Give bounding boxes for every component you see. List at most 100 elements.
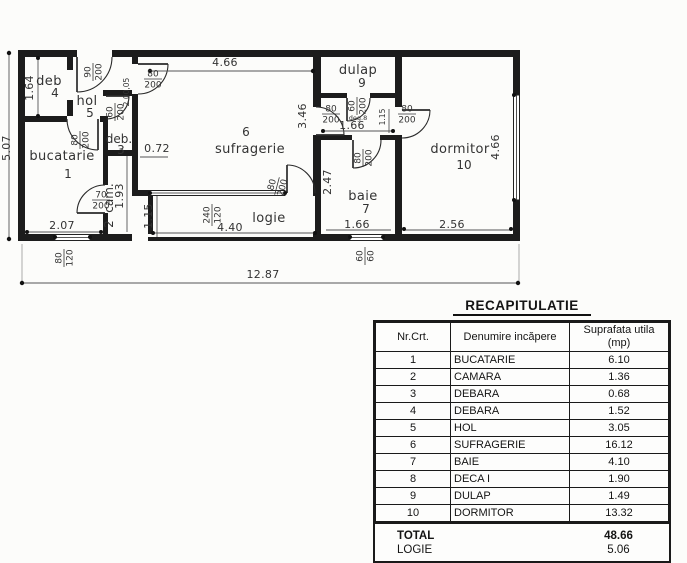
dim-total-height: 5.07 bbox=[0, 135, 13, 161]
cell-nr: 8 bbox=[375, 470, 451, 488]
recap-table: Nr.Crt. Denumire incăpere Suprafata util… bbox=[375, 322, 669, 522]
cell-area: 1.52 bbox=[569, 402, 669, 420]
door-debara3 bbox=[105, 95, 130, 120]
room-no-debara4: 4 bbox=[51, 86, 59, 100]
room-label-hol: hol bbox=[76, 94, 97, 109]
room-label-baie: baie bbox=[348, 189, 377, 204]
cell-name: DULAP bbox=[450, 487, 570, 505]
svg-text:80: 80 bbox=[266, 178, 279, 192]
window-bucatarie bbox=[54, 234, 91, 241]
dimension-dots bbox=[6, 50, 521, 286]
svg-text:200: 200 bbox=[322, 116, 339, 126]
cell-name: SUFRAGERIE bbox=[450, 436, 570, 454]
dim-degajament-width: 1.66 bbox=[339, 119, 365, 132]
dimension-lines bbox=[8, 53, 520, 284]
logie-row: LOGIE 5.06 bbox=[375, 543, 669, 557]
svg-text:70: 70 bbox=[95, 191, 107, 201]
door-baie bbox=[352, 139, 382, 169]
cell-name: HOL bbox=[450, 419, 570, 437]
dim-baie-width: 1.66 bbox=[344, 218, 370, 231]
dim-degajament-depth: 1.15 bbox=[378, 108, 387, 125]
dim-baie-height: 2.47 bbox=[321, 169, 334, 195]
cell-nr: 4 bbox=[375, 402, 451, 420]
room-no-sufragerie: 6 bbox=[242, 125, 250, 139]
svg-text:80: 80 bbox=[325, 105, 337, 115]
door-entrance bbox=[76, 56, 113, 93]
cell-area: 1.36 bbox=[569, 368, 669, 386]
dim-total-width: 12.87 bbox=[247, 268, 280, 281]
dim-sufragerie-width: 4.66 bbox=[212, 56, 238, 69]
svg-text:60: 60 bbox=[367, 250, 377, 262]
cell-area: 13.32 bbox=[569, 504, 669, 522]
dim-dormitor-width: 2.56 bbox=[439, 218, 465, 231]
cell-nr: 9 bbox=[375, 487, 451, 505]
svg-text:60: 60 bbox=[106, 106, 116, 118]
dim-dormitor-height: 4.66 bbox=[489, 134, 502, 160]
room-label-bucatarie: bucatarie bbox=[29, 149, 94, 164]
svg-text:200: 200 bbox=[359, 97, 369, 114]
cell-area: 16.12 bbox=[569, 436, 669, 454]
svg-text:200: 200 bbox=[365, 149, 375, 166]
room-no-hol: 5 bbox=[86, 106, 94, 120]
door-hol-bucatarie bbox=[66, 118, 99, 151]
svg-text:200: 200 bbox=[82, 131, 92, 148]
room-label-camara: cam. bbox=[102, 183, 116, 212]
recap-section: RECAPITULATIE Nr.Crt. Denumire incăpere … bbox=[373, 298, 671, 563]
svg-text:60: 60 bbox=[356, 250, 366, 262]
svg-text:80: 80 bbox=[55, 252, 65, 264]
room-no-dulap: 9 bbox=[358, 76, 366, 90]
window-sufragerie-logie bbox=[149, 190, 286, 196]
room-label-dulap: dulap bbox=[339, 63, 377, 78]
svg-text:200: 200 bbox=[95, 63, 105, 80]
svg-text:200: 200 bbox=[398, 116, 415, 126]
recap-title: RECAPITULATIE bbox=[373, 298, 671, 316]
svg-text:90: 90 bbox=[84, 66, 94, 78]
svg-text:200: 200 bbox=[117, 103, 127, 120]
total-row: TOTAL 48.66 bbox=[375, 529, 669, 543]
room-label-logie: logie bbox=[252, 211, 285, 226]
dim-debara3-width: 0.72 bbox=[144, 142, 170, 155]
door-camara bbox=[76, 184, 106, 214]
door-degajament-dormitor bbox=[401, 109, 431, 139]
door-logie bbox=[286, 164, 316, 194]
dim-wall-note: 2.00,05 bbox=[122, 77, 131, 106]
cell-name: DORMITOR bbox=[450, 504, 570, 522]
cell-nr: 10 bbox=[375, 504, 451, 522]
recap-table-box: Nr.Crt. Denumire incăpere Suprafata util… bbox=[373, 320, 671, 563]
table-header-row: Nr.Crt. Denumire incăpere Suprafata util… bbox=[375, 322, 669, 352]
cell-area: 1.90 bbox=[569, 470, 669, 488]
cell-nr: 1 bbox=[375, 351, 451, 369]
dim-camara-height: 1.93 bbox=[113, 183, 126, 209]
plan-walls bbox=[18, 50, 520, 241]
total-label: TOTAL bbox=[397, 530, 435, 542]
svg-text:200: 200 bbox=[144, 81, 161, 91]
dim-debara4-height: 1.64 bbox=[23, 75, 36, 101]
svg-text:200: 200 bbox=[276, 178, 290, 197]
svg-text:200: 200 bbox=[92, 202, 109, 212]
header-denumire: Denumire incăpere bbox=[450, 322, 570, 352]
logie-value: 5.06 bbox=[607, 544, 630, 556]
dim-bucatarie-width: 2.07 bbox=[49, 219, 75, 232]
dim-logie-width: 4.40 bbox=[217, 221, 243, 234]
cell-name: DECA I bbox=[450, 470, 570, 488]
door-dulap bbox=[346, 97, 371, 122]
room-no-baie: 7 bbox=[362, 202, 370, 216]
cell-nr: 2 bbox=[375, 368, 451, 386]
cell-area: 0.68 bbox=[569, 385, 669, 403]
window-dormitor bbox=[513, 94, 520, 201]
svg-text:80: 80 bbox=[401, 105, 413, 115]
svg-text:80: 80 bbox=[71, 134, 81, 146]
header-suprafata-line1: Suprafata utila bbox=[583, 324, 655, 337]
